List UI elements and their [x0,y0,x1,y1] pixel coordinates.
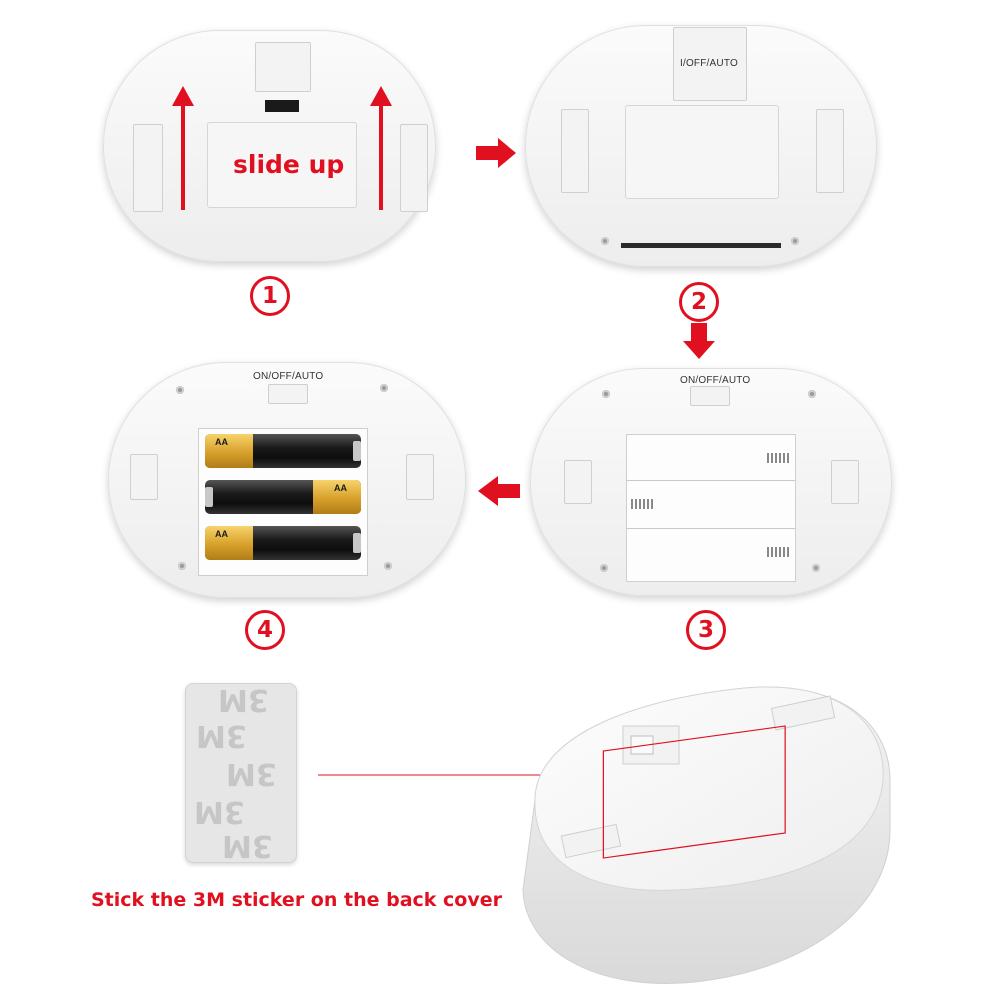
spring-contact [767,547,789,557]
screw [601,237,609,245]
arrow-down-icon [683,323,715,359]
latch-right [831,460,859,504]
arrow-up-icon [370,86,392,210]
switch-label: I/OFF/AUTO [680,58,738,69]
instruction-caption: Stick the 3M sticker on the back cover [91,889,503,911]
battery-compartment [626,434,796,582]
latch-right [400,124,428,212]
battery: AA [205,480,361,514]
switch-label: ON/OFF/AUTO [680,375,751,386]
sticker-logo: 3M [194,794,245,829]
screw [384,562,392,570]
step-number-3: 3 [686,610,726,650]
arrow-left-icon [478,476,520,506]
slot-divider [627,480,795,481]
device-step4: AA AA AA [108,362,466,598]
sticker-logo: 3M [196,718,247,753]
latch-left [130,454,158,500]
screw [812,564,820,572]
back-cover-plate [625,105,779,199]
latch-left [564,460,592,504]
spring-contact [767,453,789,463]
3m-sticker: 3M 3M 3M 3M 3M [185,683,297,863]
screw [176,386,184,394]
switch-housing [268,384,308,404]
sticker-logo: 3M [222,828,273,863]
back-cover-plate [207,122,357,208]
device-3d-back [522,686,891,984]
battery-terminal [205,487,213,507]
latch-left [561,109,589,193]
battery-label-band [313,480,361,514]
battery-label-band [205,434,253,468]
latch-left [133,124,163,212]
battery-terminal [353,441,361,461]
switch-housing [690,386,730,406]
latch-right [816,109,844,193]
sticker-logo: 3M [218,683,269,717]
step-number-4: 4 [245,610,285,650]
device-step3 [530,368,892,596]
screw [600,564,608,572]
arrow-up-icon [172,86,194,210]
battery: AA [205,434,361,468]
screw [791,237,799,245]
battery-label-band [205,526,253,560]
battery-size-label: AA [334,483,347,493]
screw [380,384,388,392]
battery-size-label: AA [215,437,228,447]
screw [178,562,186,570]
latch-right [406,454,434,500]
battery-compartment: AA AA AA [198,428,368,576]
step-number-1: 1 [250,276,290,316]
device-step2 [525,25,877,267]
battery-terminal [353,533,361,553]
switch-slot [265,100,299,112]
sticker-logo: 3M [226,756,277,791]
battery: AA [205,526,361,560]
spring-contact [631,499,653,509]
switch-housing [673,27,747,101]
switch-label: ON/OFF/AUTO [253,371,324,382]
screw [602,390,610,398]
slot-divider [627,528,795,529]
cover-gap [621,243,781,248]
battery-size-label: AA [215,529,228,539]
switch-housing [255,42,311,92]
arrow-right-icon [476,138,516,168]
slide-up-label: slide up [233,150,345,179]
screw [808,390,816,398]
step-number-2: 2 [679,282,719,322]
